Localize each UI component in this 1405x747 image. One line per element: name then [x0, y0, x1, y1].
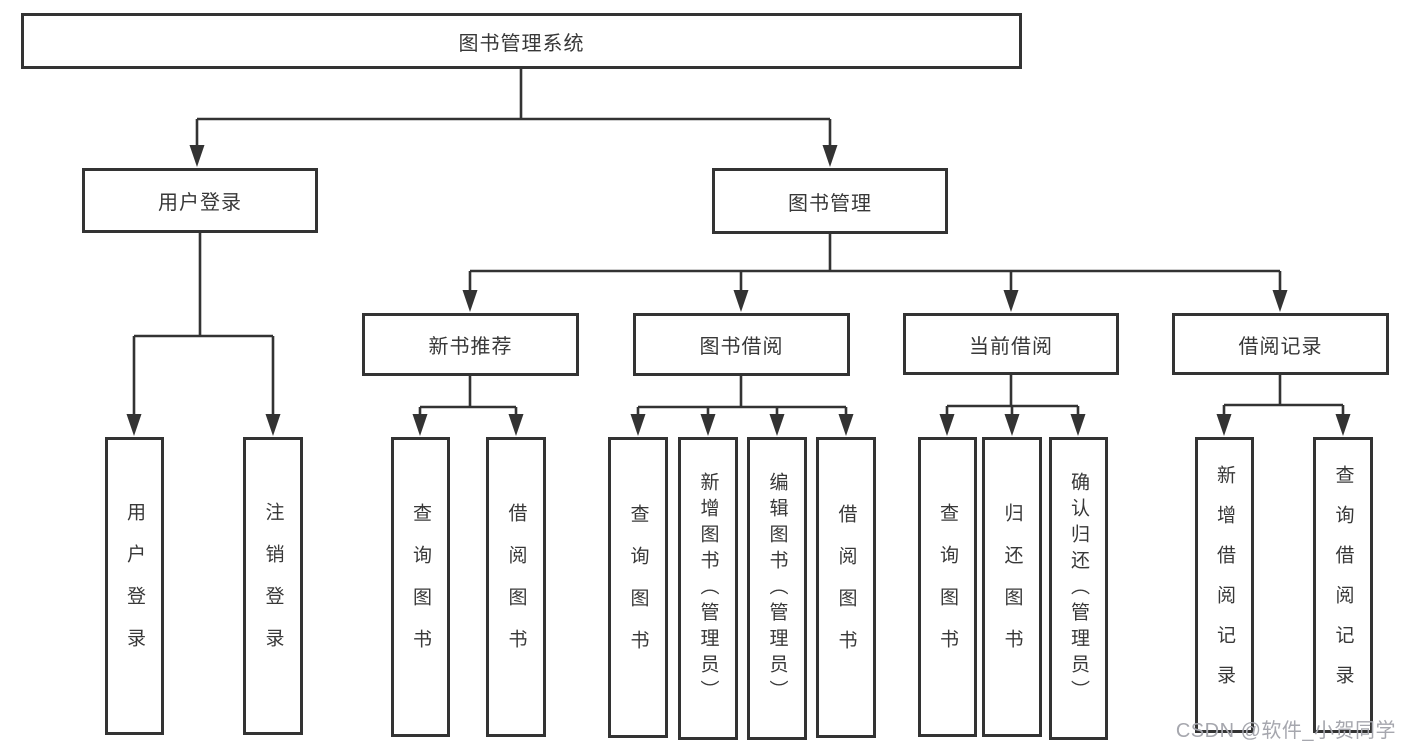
- node-label: 当前借阅: [969, 335, 1053, 358]
- root-node-library-system: 图书管理系统: [21, 13, 1022, 69]
- node-label: 借阅记录: [1238, 335, 1323, 358]
- borrowing-records-node: 借阅记录: [1172, 313, 1389, 375]
- node-label: 新增借阅记录: [1214, 465, 1235, 705]
- borrow-books-leaf-borrowing: 借阅图书: [816, 437, 876, 738]
- node-label: 新增图书（管理员）: [697, 471, 719, 706]
- node-label: 图书管理: [788, 192, 872, 215]
- query-books-leaf-current: 查询图书: [918, 437, 977, 737]
- new-book-recommend-node: 新书推荐: [362, 313, 579, 376]
- add-book-admin-leaf: 新增图书（管理员）: [678, 437, 738, 740]
- node-label: 用户登录: [124, 502, 145, 670]
- node-label: 注销登录: [262, 502, 284, 670]
- node-label: 编辑图书（管理员）: [766, 471, 788, 706]
- user-login-node: 用户登录: [82, 168, 318, 233]
- node-label: 查询图书: [937, 503, 958, 671]
- node-label: 查询图书: [627, 503, 649, 672]
- borrow-books-leaf-recommend: 借阅图书: [486, 437, 546, 737]
- add-borrow-record-leaf: 新增借阅记录: [1195, 437, 1254, 733]
- query-books-leaf-recommend: 查询图书: [391, 437, 450, 737]
- book-management-node: 图书管理: [712, 168, 948, 234]
- edit-book-admin-leaf: 编辑图书（管理员）: [747, 437, 807, 740]
- node-label: 图书管理系统: [458, 32, 585, 55]
- logout-leaf: 注销登录: [243, 437, 303, 735]
- book-borrowing-node: 图书借阅: [633, 313, 850, 376]
- return-books-leaf: 归还图书: [982, 437, 1042, 737]
- node-label: 图书借阅: [699, 336, 784, 358]
- current-borrowing-node: 当前借阅: [903, 313, 1119, 375]
- node-label: 确认归还（管理员）: [1068, 471, 1089, 706]
- csdn-watermark: CSDN @软件_小贺同学: [1175, 720, 1396, 742]
- node-label: 用户登录: [158, 192, 242, 214]
- confirm-return-admin-leaf: 确认归还（管理员）: [1049, 437, 1108, 740]
- node-label: 查询借阅记录: [1332, 465, 1354, 705]
- user-login-leaf: 用户登录: [105, 437, 164, 735]
- node-label: 借阅图书: [835, 503, 857, 672]
- node-label: 新书推荐: [428, 336, 513, 358]
- node-label: 归还图书: [1001, 503, 1023, 671]
- node-label: 借阅图书: [505, 503, 527, 671]
- query-books-leaf-borrowing: 查询图书: [608, 437, 668, 738]
- query-borrow-record-leaf: 查询借阅记录: [1313, 437, 1373, 733]
- node-label: 查询图书: [410, 503, 431, 671]
